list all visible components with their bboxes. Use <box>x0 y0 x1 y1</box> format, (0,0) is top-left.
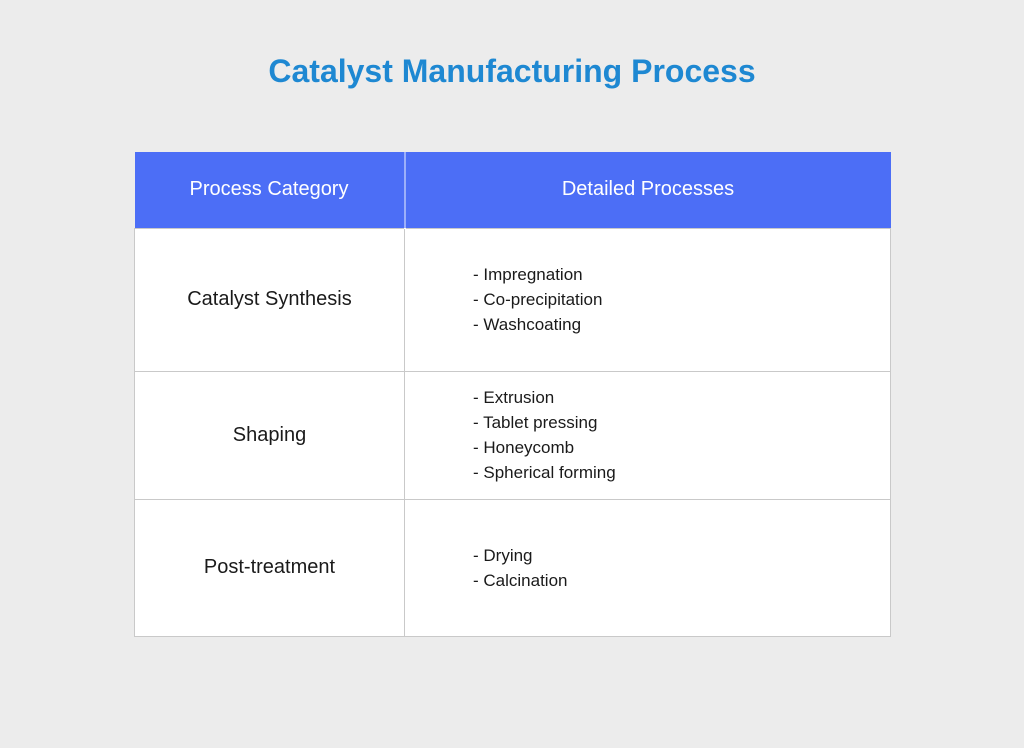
page-title: Catalyst Manufacturing Process <box>268 53 756 89</box>
table-container: Process Category Detailed Processes Cata… <box>134 152 891 637</box>
process-item: - Extrusion <box>473 388 555 407</box>
process-item: - Impregnation <box>473 265 583 284</box>
process-item: - Co-precipitation <box>473 290 603 309</box>
process-item: - Washcoating <box>473 315 582 334</box>
page: Catalyst Manufacturing Process Process C… <box>0 52 1024 637</box>
category-cell: Shaping <box>134 370 405 500</box>
table-body: Catalyst Synthesis - Impregnation - Co-pr… <box>134 227 891 637</box>
header-process-category: Process Category <box>134 152 405 228</box>
process-item: - Calcination <box>473 570 568 590</box>
category-cell: Post-treatment <box>134 498 405 637</box>
table-row: Shaping - Extrusion - Tablet pressing - Ho… <box>134 370 891 500</box>
category-cell: Catalyst Synthesis <box>134 227 405 372</box>
processes-cell: - Extrusion - Tablet pressing - Honeycomb -… <box>404 370 891 500</box>
header-detailed-processes: Detailed Processes <box>403 152 891 228</box>
header-row: Process Category Detailed Processes <box>134 152 891 228</box>
process-table: Process Category Detailed Processes Cata… <box>134 152 891 637</box>
table-row: Post-treatment - Drying - Calcination <box>134 498 891 637</box>
process-item: - Drying <box>473 545 533 565</box>
processes-cell: - Impregnation - Co-precipitation - Washco… <box>404 227 891 372</box>
process-item: - Honeycomb <box>473 438 575 457</box>
table-row: Catalyst Synthesis - Impregnation - Co-pr… <box>134 227 891 372</box>
process-item: - Tablet pressing <box>473 413 598 432</box>
processes-cell: - Drying - Calcination <box>404 498 891 637</box>
process-item: - Spherical forming <box>473 463 616 482</box>
